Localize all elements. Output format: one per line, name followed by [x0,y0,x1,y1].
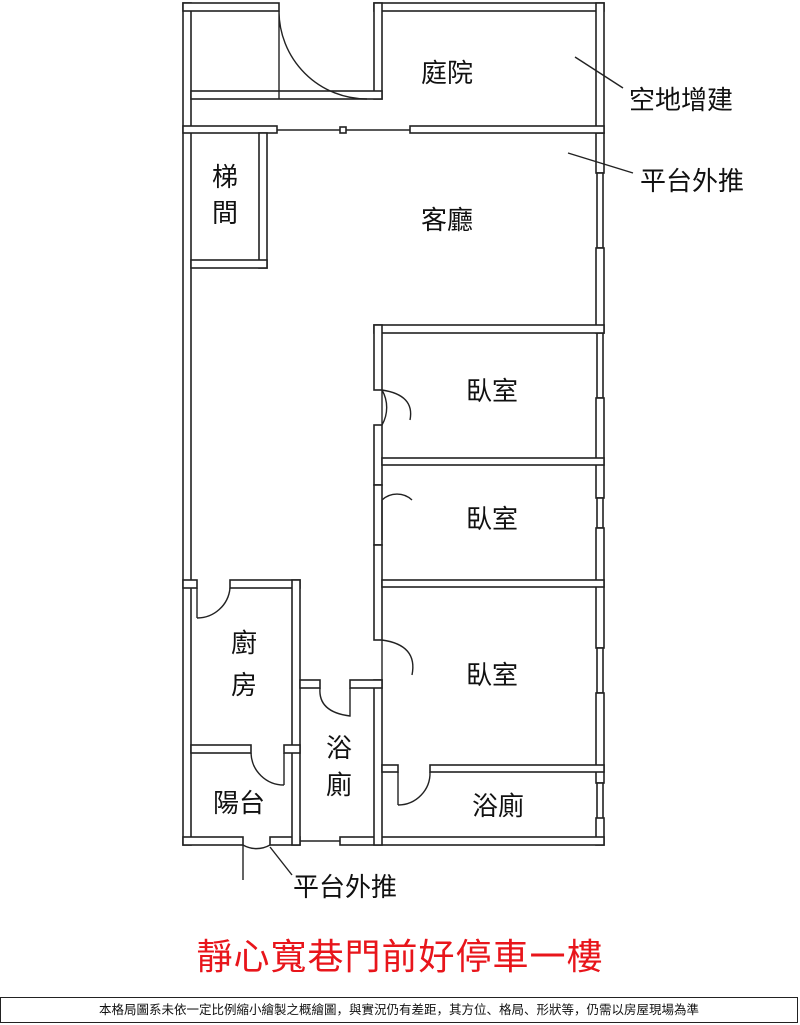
balcony-label: 陽台 [213,789,265,819]
outer-walls [182,2,605,846]
listing-title: 靜心寬巷門前好停車一樓 [196,937,604,978]
kitchen-label-bottom: 房 [231,671,257,701]
bathroom-1-label-bottom: 廁 [326,771,352,801]
bathroom-1-label-top: 浴 [326,734,352,764]
courtyard-label: 庭院 [421,59,473,89]
kitchen-label-top: 廚 [231,629,257,659]
bedroom-3-door [381,639,414,680]
bathroom-2-door [397,771,431,806]
extension-annotation: 空地增建 [629,86,733,116]
bedroom-3-label: 臥室 [466,661,518,691]
bedroom-walls [373,324,605,846]
bedroom-2-door [381,493,413,540]
stairwell-label-top: 梯 [212,163,238,193]
stairwell-label-bottom: 間 [212,199,238,229]
kitchen-walls [182,579,301,846]
platform-push-bottom-annotation: 平台外推 [293,873,397,903]
balcony-door [250,752,285,786]
platform-push-top-annotation: 平台外推 [640,167,744,197]
balcony-outer-door [242,844,271,880]
stairwell-walls [190,132,268,269]
bathroom-2-label: 浴廁 [472,792,524,822]
courtyard-walls [182,2,605,134]
kitchen-door [196,587,231,619]
bedroom-1-door [381,389,412,426]
bedroom-2-label: 臥室 [466,505,518,535]
courtyard-door [278,10,368,100]
bathroom-1-door [319,687,351,717]
bedroom-1-label: 臥室 [466,377,518,407]
bathroom-1-walls [299,679,383,689]
disclaimer-text: 本格局圖系未依一定比例縮小繪製之概繪圖，與實況仍有差距，其方位、格局、形狀等，仍… [0,997,798,1023]
living-room-label: 客廳 [421,206,473,236]
